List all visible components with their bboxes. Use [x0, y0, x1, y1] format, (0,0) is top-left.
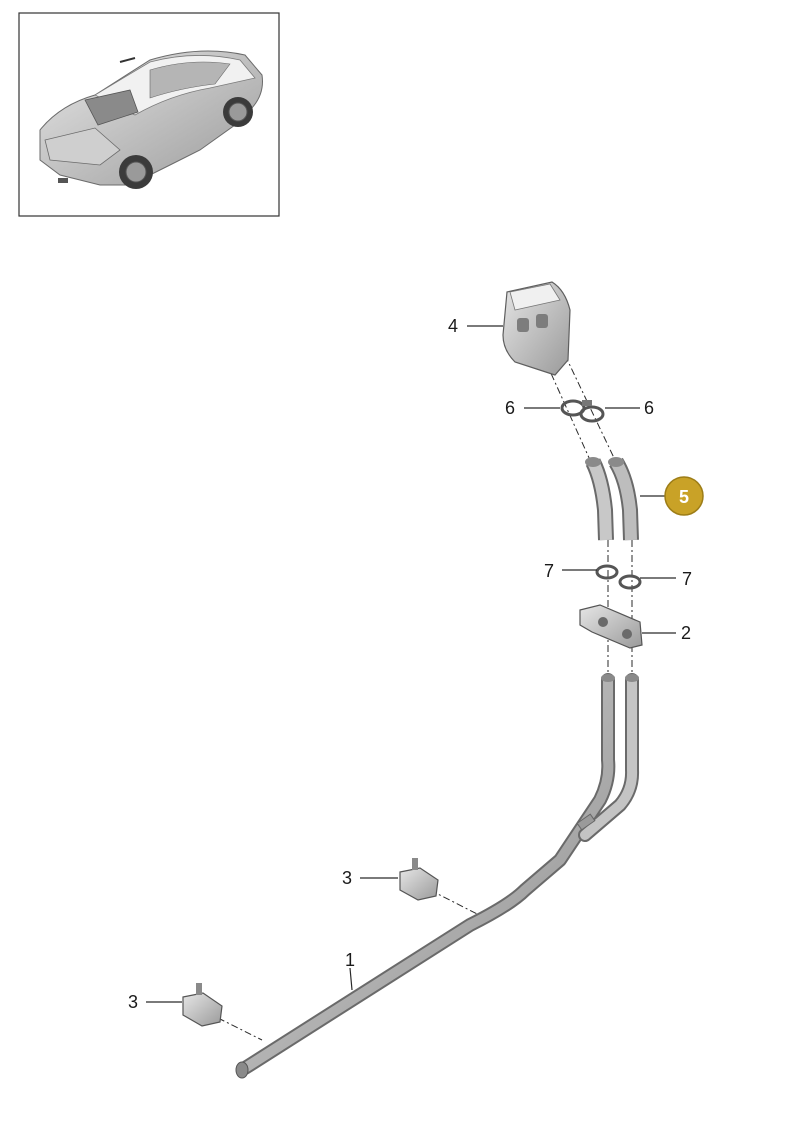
part-3-holder-upper: [399, 858, 439, 901]
callout-6-right: 6: [644, 398, 654, 418]
callout-3-lower: 3: [128, 992, 138, 1012]
callout-7-left: 7: [544, 561, 554, 581]
part-1-pipe: [235, 673, 640, 1079]
assembly-lines: [217, 354, 633, 1041]
callout-5: 5: [679, 487, 689, 507]
car-illustration-icon: [39, 50, 263, 189]
callout-1: 1: [345, 950, 355, 970]
callouts: 4 6 6 5 7 7 2 3 1 3: [128, 316, 704, 1012]
callout-3-upper: 3: [342, 868, 352, 888]
part-7-clamps: [595, 564, 642, 590]
callout-2: 2: [681, 623, 691, 643]
callout-5-highlighted: 5: [664, 476, 704, 516]
part-2-bracket: [579, 604, 643, 649]
part-5-hoses: [585, 457, 639, 541]
part-3-holder-lower: [182, 983, 223, 1027]
vehicle-thumbnail: [18, 12, 280, 217]
leader-lines: [146, 325, 676, 1003]
callout-7-right: 7: [682, 569, 692, 589]
part-6-clamps: [560, 399, 605, 423]
callout-4: 4: [448, 316, 458, 336]
callout-6-left: 6: [505, 398, 515, 418]
part-4-reservoir: [502, 281, 571, 376]
